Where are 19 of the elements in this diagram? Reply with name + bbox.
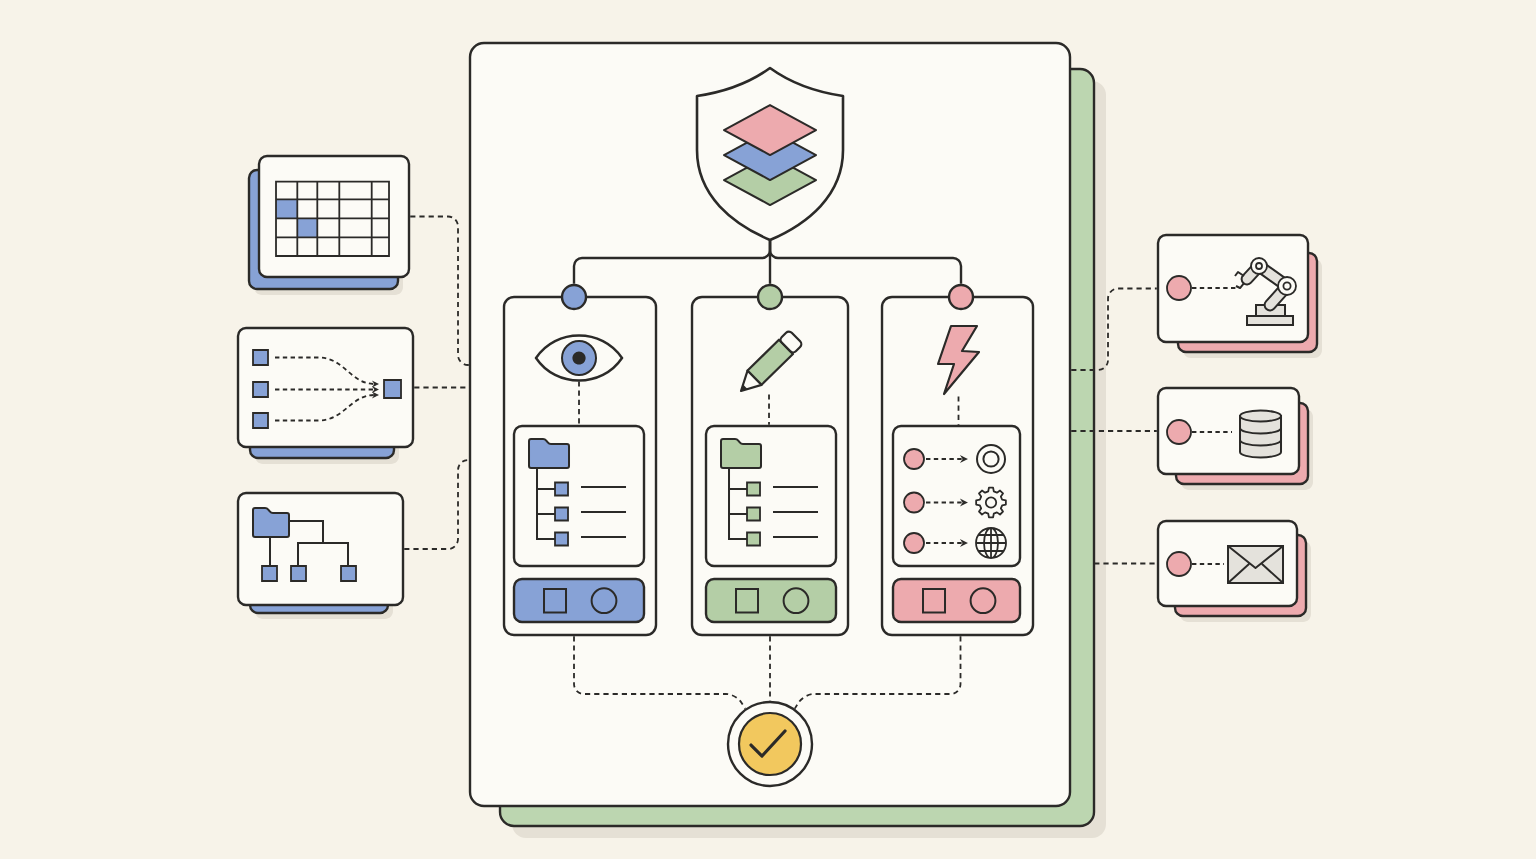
connector-dot [560,283,588,311]
dashed-connector [1070,430,1158,432]
eye-icon [534,334,624,382]
dashed-connector [768,393,770,426]
connector-dot [947,283,975,311]
dashed-connector [1070,287,1158,371]
connector-dot [756,283,784,311]
dashed-connector [578,380,580,426]
dashed-connector [573,635,747,710]
dashed-connector [957,395,960,426]
connector-line [768,240,963,284]
dashed-connector [409,215,470,366]
shield-icon [695,66,845,242]
lightning-icon [936,324,981,396]
pencil-icon [739,330,803,393]
dashed-connector [403,459,470,550]
dashed-connector [793,635,962,710]
dashed-connector [1093,562,1158,565]
check-icon [726,700,814,788]
